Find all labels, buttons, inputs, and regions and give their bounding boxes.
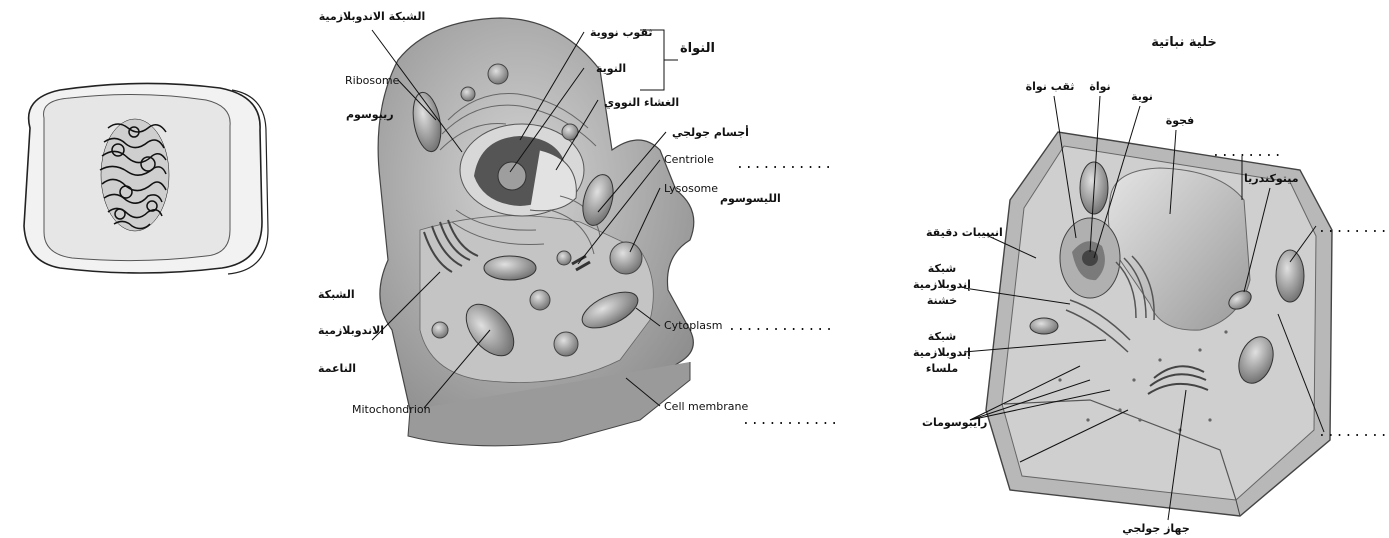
plant-blank-3: ........ — [1318, 425, 1389, 440]
animal-cell-illustration — [378, 18, 694, 446]
plant-cell-title: خلية نباتية — [1151, 35, 1217, 50]
label-er-top: الشبكة الاندوبلازمية — [319, 10, 426, 23]
plant-blank-1: ........ — [1212, 145, 1283, 160]
label-cell-membrane: Cell membrane — [664, 400, 748, 413]
plant-nucleus — [1060, 218, 1120, 298]
label-plant-microtubules: انيبيبات دقيقة — [926, 226, 1003, 239]
label-lysosome-ar: الليسوسوم — [720, 192, 781, 205]
label-plant-nuclear-pore: ثقب نواة — [1026, 80, 1075, 93]
label-golgi: أجسام جولجي — [672, 125, 749, 139]
label-plant-vacuole: فجوة — [1166, 114, 1195, 127]
blank-answer-3: ........... — [742, 413, 839, 428]
blank-answer-1: ........... — [736, 157, 833, 172]
label-smooth-er-line2: الاندوبلازمية — [318, 324, 384, 337]
label-plant-ribosomes: رايبوسومات — [922, 416, 987, 429]
label-smooth-er-line1: الشبكة — [318, 288, 355, 301]
label-plant-golgi: جهاز جولجي — [1122, 522, 1190, 535]
label-nucleus-group: النواة — [680, 41, 715, 56]
label-nuclear-membrane: الغشاء النووي — [604, 96, 679, 109]
plant-cell-illustration — [986, 132, 1332, 516]
label-plant-mitochondria: ميتوكندريا — [1244, 172, 1299, 185]
label-plant-smooth-er-1: شبكة — [928, 330, 956, 343]
label-centriole: Centriole — [664, 153, 714, 166]
label-ribosome-ar: ريبوسوم — [346, 108, 394, 121]
label-plant-nucleus: نواة — [1089, 80, 1110, 93]
label-nucleolus: النوية — [596, 62, 626, 75]
label-plant-rough-er-1: شبكة — [928, 262, 956, 275]
nucleus-sketch — [24, 83, 268, 274]
label-nuclear-pores: ثقوب نووية — [590, 26, 653, 39]
blank-answer-2: ............ — [728, 319, 834, 334]
label-mitochondrion: Mitochondrion — [352, 403, 431, 416]
label-plant-rough-er-2: إندوبلازمية — [913, 278, 971, 291]
label-plant-nucleolus: نوية — [1131, 90, 1153, 103]
plant-blank-2: ........ — [1318, 221, 1389, 236]
label-lysosome-en: Lysosome — [664, 182, 718, 195]
label-ribosome-en: Ribosome — [345, 74, 400, 87]
label-plant-smooth-er-2: إندوبلازمية — [913, 346, 971, 359]
label-cytoplasm: Cytoplasm — [664, 319, 722, 332]
label-plant-rough-er-3: خشنة — [927, 294, 957, 307]
label-plant-smooth-er-3: ملساء — [926, 362, 958, 375]
label-smooth-er-line3: الناعمة — [318, 362, 356, 375]
